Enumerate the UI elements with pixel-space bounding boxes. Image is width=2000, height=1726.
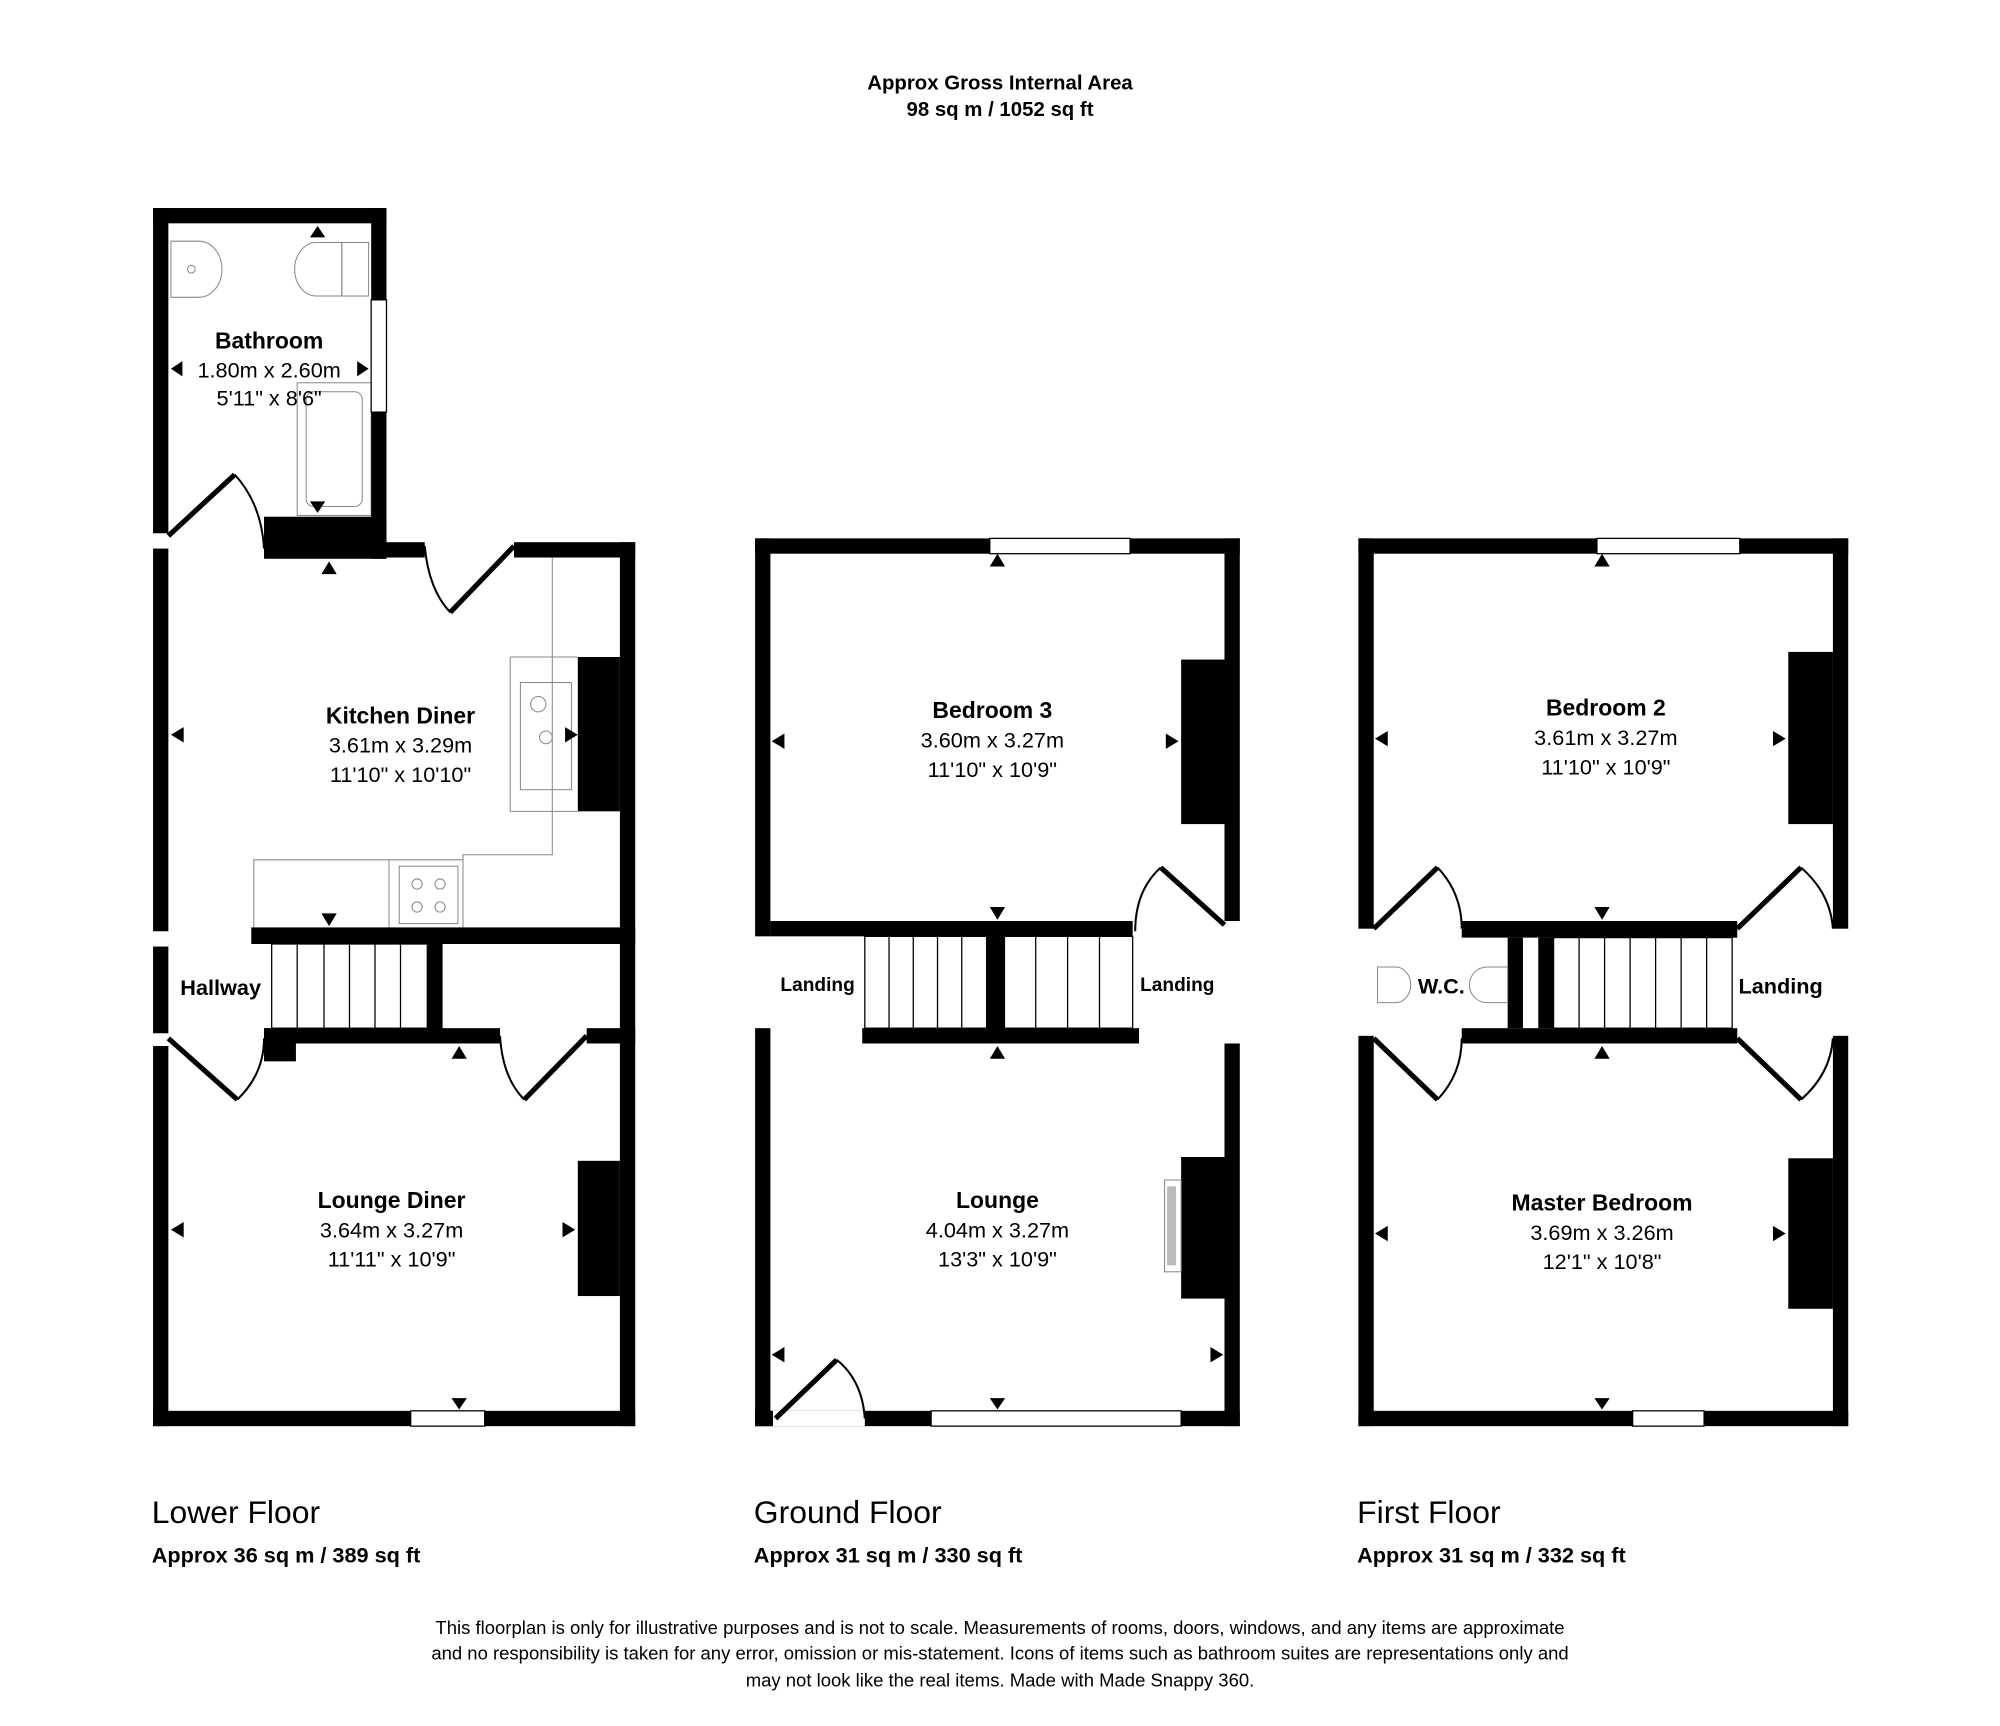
- staircase: [1552, 936, 1733, 1029]
- door: [1371, 865, 1463, 931]
- disclaimer-line: and no responsibility is taken for any e…: [431, 1643, 1568, 1664]
- room-metric: 3.69m x 3.26m: [1530, 1220, 1673, 1245]
- room-metric: 3.64m x 3.27m: [320, 1217, 463, 1242]
- room-master-bedroom: Master Bedroom 3.69m x 3.26m 12'1" x 10'…: [1512, 1190, 1693, 1275]
- room-imperial: 11'10" x 10'10": [330, 762, 471, 787]
- door: [166, 472, 266, 549]
- floor-area: Approx 31 sq m / 330 sq ft: [754, 1543, 1023, 1568]
- door: [1134, 865, 1227, 932]
- room-bedroom-3: Bedroom 3 3.60m x 3.27m 11'10" x 10'9": [921, 697, 1064, 782]
- room-name: Master Bedroom: [1512, 1190, 1693, 1216]
- lounge-window: [930, 1410, 1182, 1427]
- room-name: Lounge: [956, 1187, 1039, 1213]
- chimney-breast: [577, 1160, 620, 1297]
- lounge-diner-window: [410, 1410, 486, 1427]
- room-imperial: 11'10" x 10'9": [1541, 754, 1670, 779]
- room-name: Lounge Diner: [318, 1187, 466, 1213]
- bathroom-window: [370, 299, 388, 413]
- front-door: [773, 1357, 866, 1421]
- floor-name: Lower Floor: [152, 1494, 321, 1530]
- room-name: Bedroom 3: [932, 697, 1052, 723]
- door: [423, 544, 516, 615]
- door: [1735, 865, 1834, 931]
- gross-area-title: Approx Gross Internal Area: [867, 72, 1133, 94]
- dimension-markers: [170, 225, 578, 1410]
- ground-floor-plan: Bedroom 3 3.60m x 3.27m 11'10" x 10'9" L…: [754, 537, 1240, 1568]
- room-name: Bedroom 2: [1546, 695, 1666, 721]
- room-metric: 3.60m x 3.27m: [921, 728, 1064, 753]
- floor-area: Approx 36 sq m / 389 sq ft: [152, 1543, 421, 1568]
- room-landing: Landing: [1140, 975, 1214, 996]
- floor-area: Approx 31 sq m / 332 sq ft: [1357, 1543, 1626, 1568]
- disclaimer: This floorplan is only for illustrative …: [431, 1617, 1568, 1690]
- room-metric: 3.61m x 3.27m: [1534, 725, 1677, 750]
- room-lounge: Lounge 4.04m x 3.27m 13'3" x 10'9": [926, 1187, 1069, 1272]
- room-metric: 4.04m x 3.27m: [926, 1217, 1069, 1242]
- floor-name: First Floor: [1357, 1494, 1501, 1530]
- chimney-breast: [1788, 651, 1833, 825]
- door: [498, 1034, 589, 1102]
- bathroom-fixtures: [170, 240, 372, 516]
- room-imperial: 11'10" x 10'9": [928, 757, 1057, 782]
- door: [1735, 1036, 1834, 1102]
- dimension-markers: [1375, 553, 1786, 1410]
- room-name: Kitchen Diner: [326, 702, 475, 728]
- room-wc: W.C.: [1418, 974, 1465, 999]
- room-name: Bathroom: [215, 327, 323, 353]
- room-hallway: Hallway: [180, 975, 261, 1000]
- room-metric: 3.61m x 3.29m: [329, 733, 472, 758]
- room-bedroom-2: Bedroom 2 3.61m x 3.27m 11'10" x 10'9": [1534, 695, 1677, 780]
- first-floor-plan: Bedroom 2 3.61m x 3.27m 11'10" x 10'9" W…: [1357, 537, 1849, 1568]
- bedroom-3-window: [989, 537, 1131, 555]
- master-bedroom-window: [1632, 1410, 1705, 1427]
- bedroom-2-window: [1596, 537, 1741, 555]
- room-imperial: 13'3" x 10'9": [938, 1247, 1057, 1272]
- lower-floor-plan: Bathroom 1.80m x 2.60m 5'11" x 8'6" Kitc…: [152, 208, 636, 1568]
- staircase: [271, 943, 428, 1029]
- room-imperial: 11'11" x 10'9": [328, 1247, 456, 1272]
- room-imperial: 5'11" x 8'6": [217, 386, 322, 411]
- chimney-breast: [1181, 659, 1225, 825]
- chimney-breast: [1788, 1158, 1833, 1309]
- gross-area-value: 98 sq m / 1052 sq ft: [906, 99, 1093, 121]
- room-landing: Landing: [1738, 974, 1822, 999]
- dimension-markers: [771, 553, 1224, 1410]
- door: [1371, 1036, 1463, 1102]
- disclaimer-line: may not look like the real items. Made w…: [746, 1669, 1255, 1690]
- room-lounge-diner: Lounge Diner 3.64m x 3.27m 11'11" x 10'9…: [318, 1187, 466, 1272]
- door: [166, 1036, 266, 1102]
- room-landing: Landing: [780, 975, 854, 996]
- floor-name: Ground Floor: [754, 1494, 942, 1530]
- wc-fixtures: [1377, 966, 1509, 1004]
- room-imperial: 12'1" x 10'8": [1543, 1249, 1662, 1274]
- chimney-breast: [577, 657, 620, 812]
- room-metric: 1.80m x 2.60m: [197, 358, 340, 383]
- staircase: [864, 935, 1134, 1029]
- chimney-breast: [1181, 1157, 1225, 1299]
- disclaimer-line: This floorplan is only for illustrative …: [435, 1617, 1564, 1638]
- room-bathroom: Bathroom 1.80m x 2.60m 5'11" x 8'6": [197, 327, 340, 410]
- room-kitchen-diner: Kitchen Diner 3.61m x 3.29m 11'10" x 10'…: [326, 702, 475, 787]
